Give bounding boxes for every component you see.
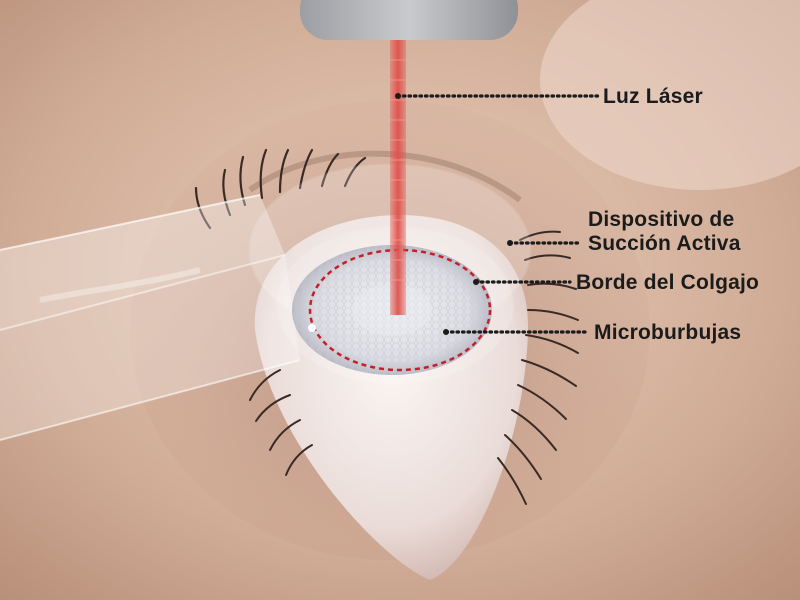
upper-eyelashes xyxy=(194,148,367,230)
label-suction-device-line2: Succión Activa xyxy=(588,232,741,255)
suction-device-arm xyxy=(0,194,301,441)
laser-device xyxy=(300,0,518,40)
label-suction-device-line1: Dispositivo de xyxy=(588,208,735,231)
flap-edge xyxy=(308,248,492,372)
label-microbubbles: Microburbujas xyxy=(594,321,742,344)
label-flap-edge: Borde del Colgajo xyxy=(576,271,760,294)
label-laser-light: Luz Láser xyxy=(603,85,703,108)
laser-beam xyxy=(390,40,406,315)
lower-eyelashes xyxy=(249,230,579,505)
